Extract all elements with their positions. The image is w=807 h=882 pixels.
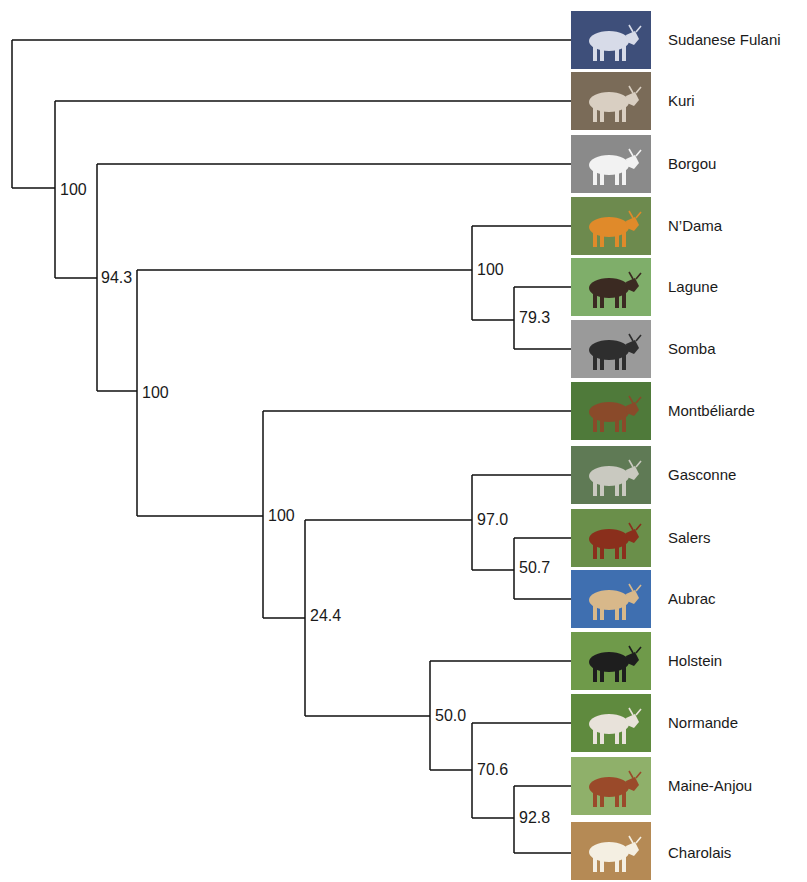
tree-branches [12, 40, 571, 853]
breed-name: Maine-Anjou [668, 777, 752, 794]
breed-name: Aubrac [668, 590, 716, 607]
bootstrap-value: 92.8 [518, 809, 551, 827]
breed-name: Borgou [668, 155, 716, 172]
bootstrap-value: 100 [59, 181, 88, 199]
bootstrap-value: 50.0 [434, 707, 467, 725]
bootstrap-value: 100 [267, 507, 296, 525]
breed-name: Salers [668, 529, 711, 546]
breed-name: Gasconne [668, 466, 736, 483]
breed-name: Normande [668, 714, 738, 731]
bootstrap-value: 79.3 [518, 309, 551, 327]
bootstrap-value: 70.6 [476, 761, 509, 779]
breed-name: Lagune [668, 278, 718, 295]
breed-name: Montbéliarde [668, 402, 755, 419]
bootstrap-value: 24.4 [309, 607, 342, 625]
breed-name: Kuri [668, 92, 695, 109]
photo-strip [571, 11, 651, 880]
bootstrap-value: 50.7 [518, 559, 551, 577]
bootstrap-value: 94.3 [100, 269, 133, 287]
bootstrap-value: 100 [476, 261, 505, 279]
breed-name: Holstein [668, 652, 722, 669]
breed-name: Somba [668, 340, 716, 357]
bootstrap-value: 100 [141, 384, 170, 402]
breed-name: Charolais [668, 844, 731, 861]
breed-name: Sudanese Fulani [668, 31, 781, 48]
breed-name: N’Dama [668, 217, 722, 234]
bootstrap-value: 97.0 [476, 511, 509, 529]
